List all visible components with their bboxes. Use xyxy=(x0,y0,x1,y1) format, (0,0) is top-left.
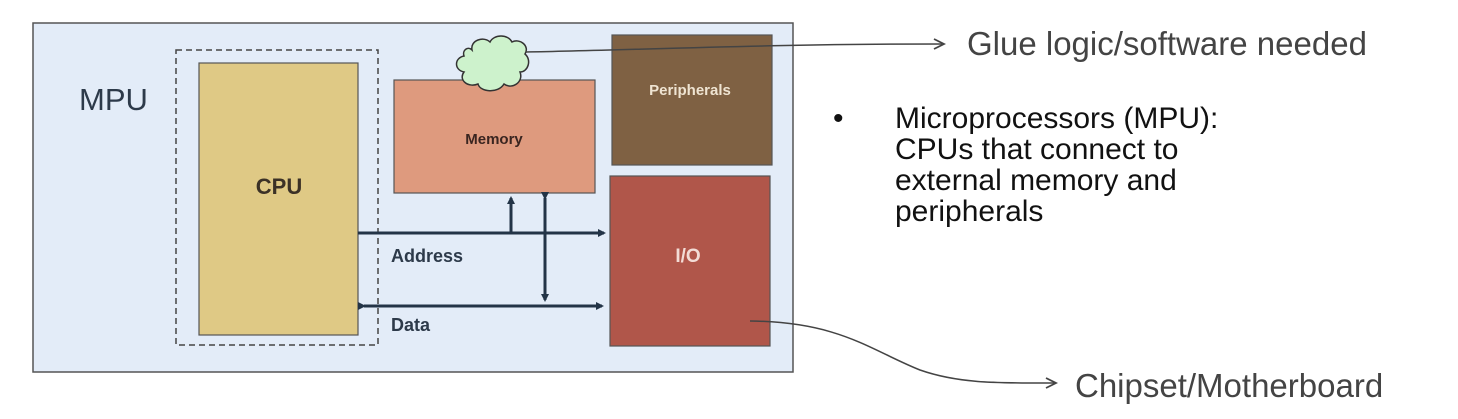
io-label: I/O xyxy=(675,246,700,267)
data-bus-label: Data xyxy=(391,315,431,335)
glue-logic-annotation: Glue logic/software needed xyxy=(967,25,1367,62)
mpu-label: MPU xyxy=(79,82,148,117)
chipset-connector-arrow xyxy=(749,320,1056,383)
memory-block xyxy=(393,79,596,194)
peripherals-label: Peripherals xyxy=(649,82,731,99)
bullet-list: • Microprocessors (MPU): CPUs that conne… xyxy=(833,103,1235,227)
bullet-marker: • xyxy=(833,102,844,135)
mpu-boundary xyxy=(175,49,379,346)
address-bus-label: Address xyxy=(391,246,463,266)
glue-logic-cloud-icon xyxy=(455,35,530,92)
chipset-annotation: Chipset/Motherboard xyxy=(1075,367,1384,404)
cpu-block xyxy=(198,62,359,336)
io-block xyxy=(609,175,771,347)
memory-label: Memory xyxy=(465,131,523,148)
glue-connector-arrow xyxy=(525,44,944,53)
peripherals-block xyxy=(611,34,773,166)
bullet-text: Microprocessors (MPU): CPUs that connect… xyxy=(895,102,1219,228)
cpu-label: CPU xyxy=(256,174,302,199)
